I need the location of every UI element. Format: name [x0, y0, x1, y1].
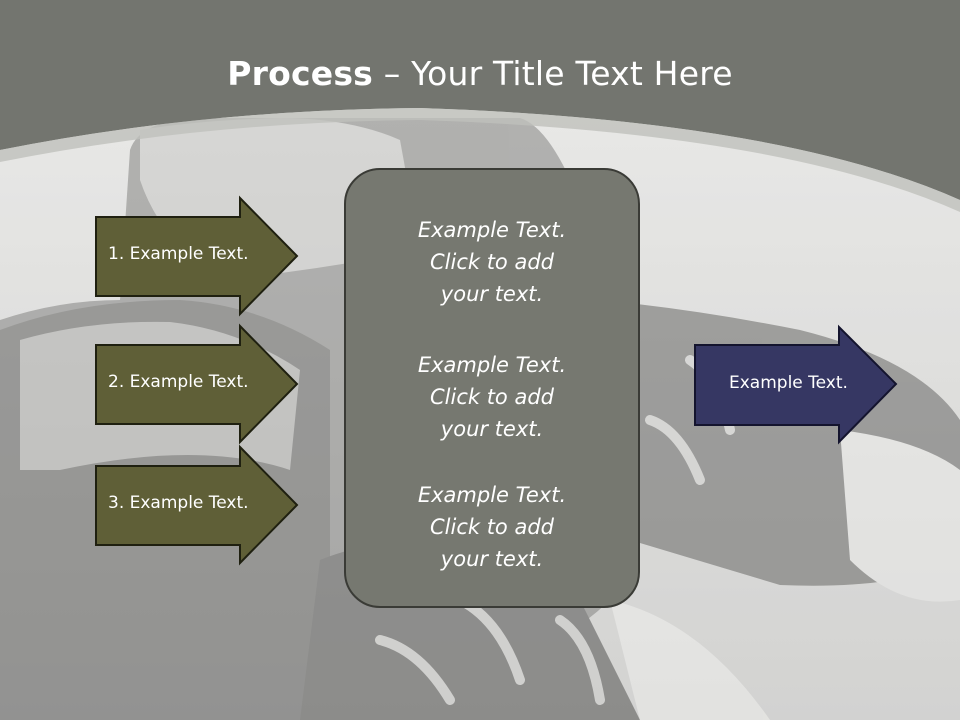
step-arrow-1-label: 1. Example Text. [108, 244, 249, 264]
center-block-3-line-3: your text. [440, 547, 544, 571]
result-arrow[interactable]: Example Text. [694, 324, 899, 445]
step-arrow-3[interactable]: 3. Example Text. [95, 444, 300, 566]
result-arrow-shape [694, 324, 898, 445]
step-arrow-2-shape [95, 323, 299, 445]
center-block-3: Example Text. Click to add your text. [346, 479, 638, 575]
step-arrow-1-shape [95, 195, 299, 317]
step-arrow-3-label: 3. Example Text. [108, 493, 249, 513]
center-text-box[interactable]: Example Text. Click to add your text. Ex… [344, 168, 640, 608]
center-block-2-line-1: Example Text. [417, 353, 567, 377]
result-arrow-label: Example Text. [729, 373, 848, 393]
step-arrow-2-label: 2. Example Text. [108, 372, 249, 392]
step-arrow-2[interactable]: 2. Example Text. [95, 323, 300, 445]
center-block-3-line-2: Click to add [429, 515, 554, 539]
center-block-3-line-1: Example Text. [417, 483, 567, 507]
title-strong: Process [227, 54, 374, 93]
page-title: Process – Your Title Text Here [0, 52, 960, 96]
title-rest: – Your Title Text Here [373, 54, 733, 93]
step-arrow-1[interactable]: 1. Example Text. [95, 195, 300, 317]
center-block-1: Example Text. Click to add your text. [346, 214, 638, 310]
center-block-2-line-3: your text. [440, 417, 544, 441]
center-block-1-line-1: Example Text. [417, 218, 567, 242]
center-block-1-line-3: your text. [440, 282, 544, 306]
step-arrow-3-shape [95, 444, 299, 566]
center-block-2-line-2: Click to add [429, 385, 554, 409]
center-block-1-line-2: Click to add [429, 250, 554, 274]
center-block-2: Example Text. Click to add your text. [346, 349, 638, 445]
